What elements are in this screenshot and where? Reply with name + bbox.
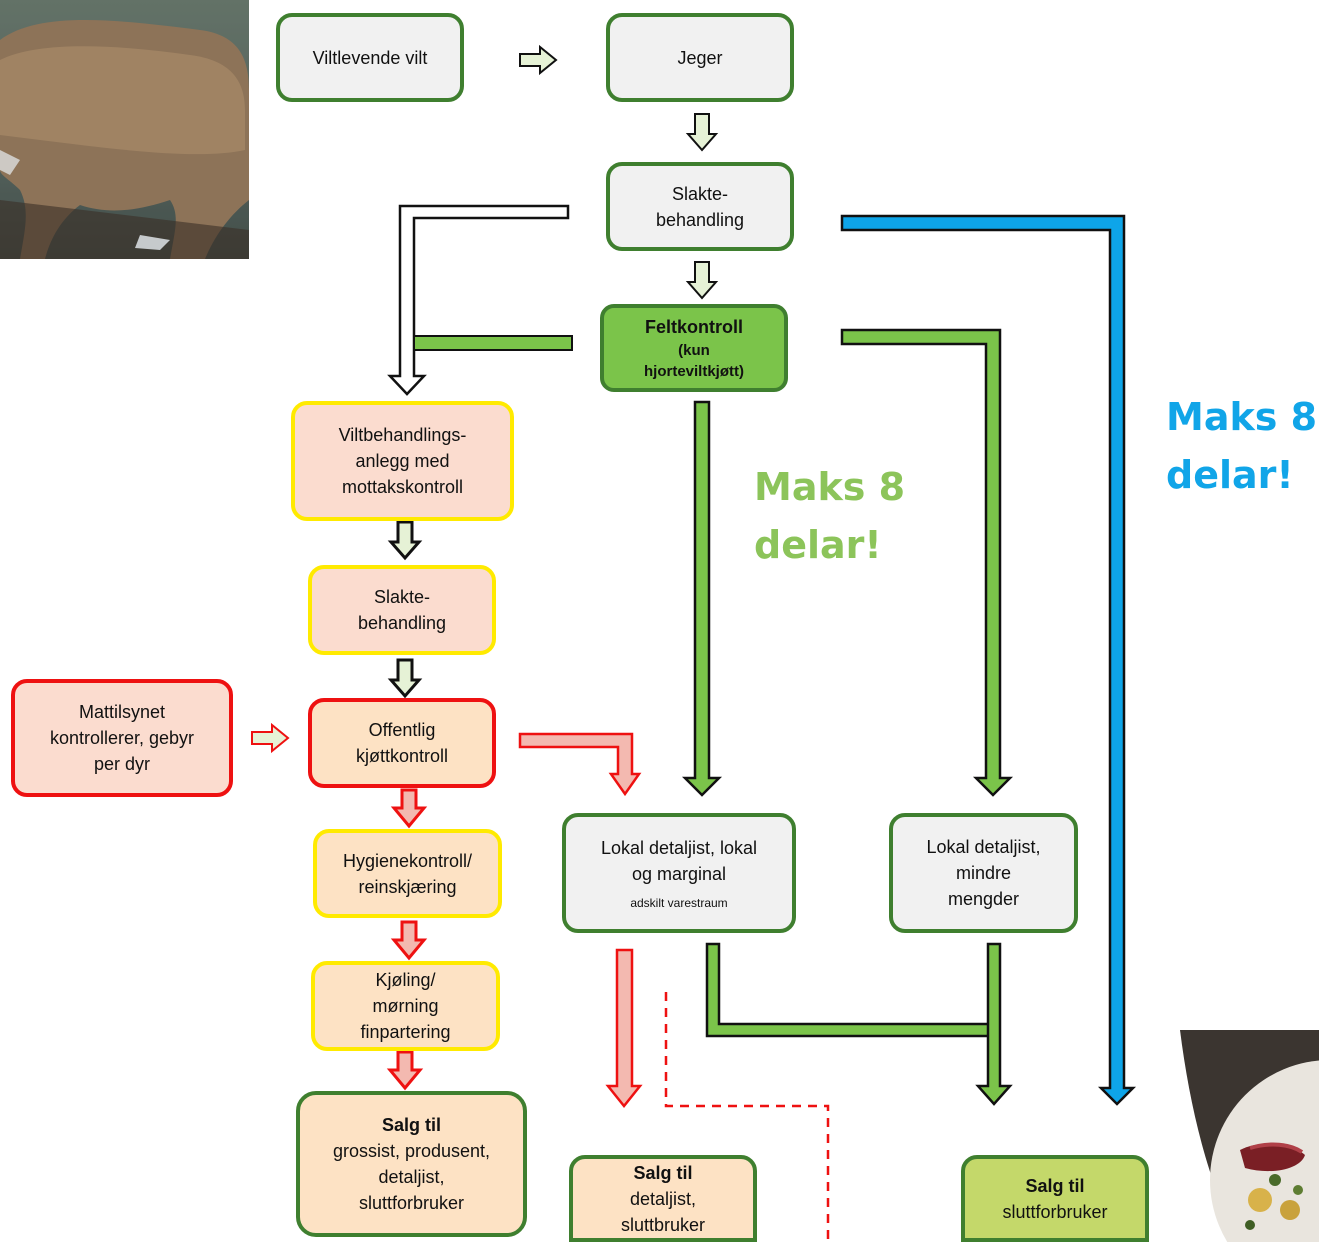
mattilsynet-label: Mattilsynet kontrollerer, gebyr per dyr xyxy=(49,702,195,774)
maks-blue-callout: Maks 8 delar! xyxy=(1166,395,1318,497)
plated-venison-photo xyxy=(1180,1030,1319,1242)
lokal-left-label: Lokal detaljist, lokal og marginal xyxy=(600,838,758,884)
salg-mid-title: Salg til xyxy=(633,1162,693,1183)
arrow-slakte-to-offentlig xyxy=(387,658,423,699)
maks-green-callout: Maks 8 delar! xyxy=(754,465,906,567)
box-slaktebehandling-top: Slakte- behandling xyxy=(606,162,794,251)
salg-left-title: Salg til xyxy=(381,1115,441,1135)
box-mattilsynet: Mattilsynet kontrollerer, gebyr per dyr xyxy=(11,679,233,797)
box-lokal-detaljist-marginal: Lokal detaljist, lokal og marginal adski… xyxy=(562,813,796,933)
arrow-lokal-right-to-salg-right xyxy=(975,942,1013,1106)
box-viltbehandlingsanlegg: Viltbehandlings- anlegg med mottakskontr… xyxy=(291,401,514,521)
jeger-label: Jeger xyxy=(677,47,723,68)
kjoling-label: Kjøling/ mørning finpartering xyxy=(360,970,451,1042)
box-slaktebehandling-mid: Slakte- behandling xyxy=(308,565,496,655)
box-salg-grossist: Salg til grossist, produsent, detaljist,… xyxy=(296,1091,527,1237)
dashed-separator xyxy=(664,992,830,1242)
arrow-offentlig-to-lokal-left xyxy=(518,732,642,797)
box-kjoling: Kjøling/ mørning finpartering xyxy=(311,961,500,1051)
viltlevende-label: Viltlevende vilt xyxy=(312,47,428,68)
arrow-slakte-to-viltbehandling xyxy=(387,204,570,396)
offentlig-label: Offentlig kjøttkontroll xyxy=(355,720,449,766)
salg-mid-body: detaljist, sluttbruker xyxy=(620,1188,706,1235)
feltkontroll-sub: (kun hjorteviltkjøtt) xyxy=(644,342,744,380)
arrow-hygiene-to-kjoling xyxy=(390,920,428,961)
arrow-lokal-left-to-salg-mid xyxy=(605,948,643,1109)
box-viltlevende-vilt: Viltlevende vilt xyxy=(276,13,464,102)
salg-right-body: sluttforbruker xyxy=(1002,1201,1108,1222)
deer-photo xyxy=(0,0,249,259)
arrow-feltkontroll-to-viltbehandling xyxy=(413,335,573,351)
box-offentlig-kjottkontroll: Offentlig kjøttkontroll xyxy=(308,698,496,788)
viltbehandling-label: Viltbehandlings- anlegg med mottakskontr… xyxy=(338,425,467,497)
box-jeger: Jeger xyxy=(606,13,794,102)
hygiene-label: Hygienekontroll/ reinskjæring xyxy=(342,850,473,897)
arrow-kjoling-to-salg xyxy=(386,1050,424,1091)
box-salg-sluttforbruker: Salg til sluttforbruker xyxy=(961,1155,1149,1242)
arrow-lokal-left-to-salg-right xyxy=(705,942,992,1038)
arrow-slakte-to-feltkontroll xyxy=(685,261,719,300)
arrow-jeger-to-slakte xyxy=(685,113,719,152)
arrow-offentlig-to-hygiene xyxy=(390,788,428,829)
lokal-right-label: Lokal detaljist, mindre mengder xyxy=(926,837,1041,909)
arrow-feltkontroll-to-lokal-left xyxy=(681,400,723,797)
feltkontroll-title: Feltkontroll xyxy=(645,317,743,337)
slakte-top-label: Slakte- behandling xyxy=(655,183,745,230)
arrow-viltbehandling-to-slakte xyxy=(387,520,423,561)
arrow-feltkontroll-to-lokal-right xyxy=(840,328,1014,797)
box-feltkontroll: Feltkontroll (kun hjorteviltkjøtt) xyxy=(600,304,788,392)
box-hygienekontroll: Hygienekontroll/ reinskjæring xyxy=(313,829,502,918)
slakte-mid-label: Slakte- behandling xyxy=(357,587,447,633)
salg-left-body: grossist, produsent, detaljist, sluttfor… xyxy=(332,1141,491,1213)
arrow-viltlevende-to-jeger xyxy=(519,44,558,76)
arrow-slakte-to-salg-sluttforbruker-blue xyxy=(840,214,1137,1106)
salg-right-title: Salg til xyxy=(1025,1175,1085,1196)
lokal-left-small: adskilt varestraum xyxy=(630,896,728,910)
arrow-mattilsynet-to-offentlig xyxy=(251,722,290,754)
box-lokal-detaljist-mindre: Lokal detaljist, mindre mengder xyxy=(889,813,1078,933)
box-salg-detaljist: Salg til detaljist, sluttbruker xyxy=(569,1155,757,1242)
